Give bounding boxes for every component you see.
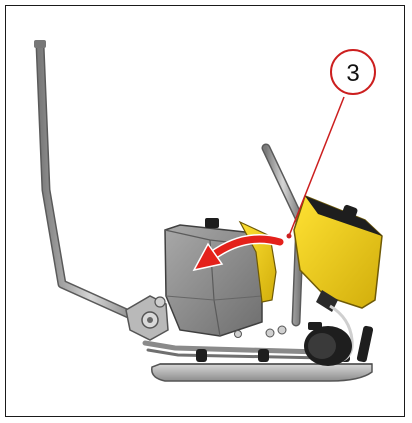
water-tank	[294, 196, 382, 312]
frame-rails	[145, 343, 325, 358]
guide-handle	[34, 40, 142, 320]
callout-marker: 3	[331, 50, 375, 94]
callout-anchor-dot	[287, 234, 292, 239]
base-plate	[152, 364, 372, 381]
handle-pivot	[126, 296, 168, 340]
exciter-unit	[304, 322, 374, 366]
callout-number: 3	[346, 60, 359, 87]
